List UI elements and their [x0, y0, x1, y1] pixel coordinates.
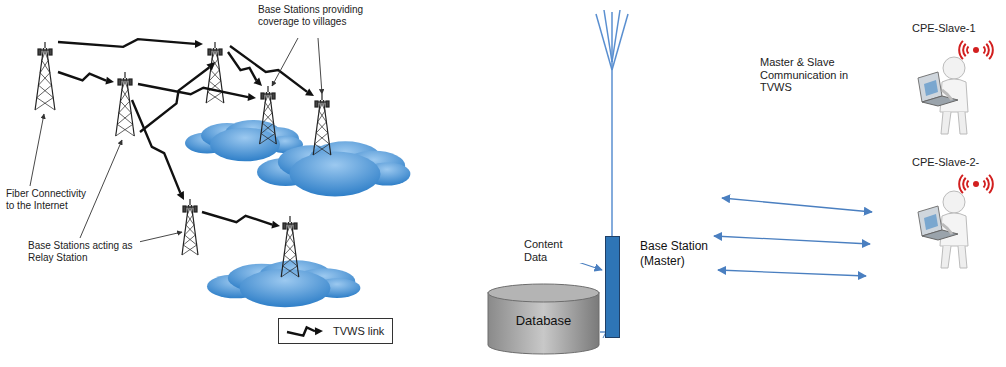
- leader-line: [30, 38, 322, 244]
- annotation-label: Content Data: [524, 238, 584, 263]
- tower-icon: [35, 42, 55, 110]
- annotation-label: Fiber Connectivity to the Internet: [6, 188, 90, 211]
- legend-box: TVWS link: [278, 318, 393, 344]
- tower-icon: [281, 216, 299, 277]
- database-cylinder: Database: [487, 283, 600, 355]
- tower-icon: [260, 86, 277, 144]
- node-heading: Base Station (Master): [640, 239, 722, 269]
- legend-bolt-sample: [285, 323, 325, 339]
- cpe-user-figure: [918, 175, 993, 268]
- tower-icon: [182, 199, 198, 255]
- cpe-user-figure: [918, 41, 993, 134]
- device-label: CPE-Slave-1: [912, 22, 1002, 35]
- annotation-label: Master & Slave Communication in TVWS: [760, 56, 870, 94]
- tower-icon: [206, 42, 224, 103]
- antenna: [596, 10, 628, 236]
- legend-text: TVWS link: [333, 325, 384, 337]
- tower-icon: [313, 94, 331, 155]
- double-arrow: [714, 198, 872, 276]
- village-cloud: [257, 141, 410, 196]
- village-cloud: [207, 260, 360, 307]
- tower-icon: [116, 72, 135, 136]
- node-text: Database: [487, 313, 600, 328]
- base-station-mast: Base Station (Master): [605, 236, 620, 338]
- annotation-label: Base Stations providing coverage to vill…: [258, 4, 370, 27]
- device-label: CPE-Slave-2-: [912, 156, 1002, 169]
- annotation-label: Base Stations acting as Relay Station: [28, 240, 140, 263]
